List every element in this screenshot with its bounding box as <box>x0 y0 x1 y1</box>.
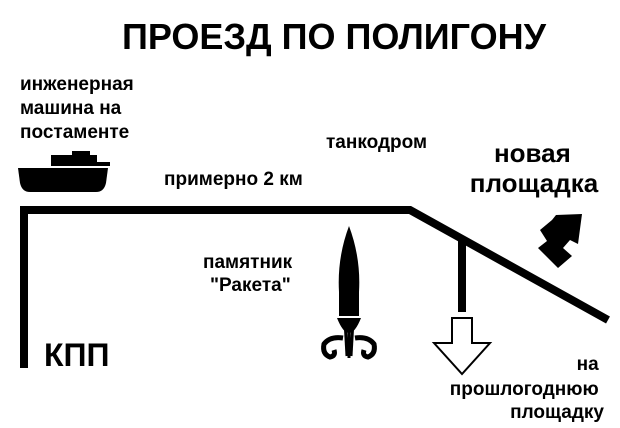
checkpoint-label: КПП <box>44 337 110 373</box>
arrow-down-outline-icon <box>431 317 493 376</box>
monument-label: памятник "Ракета" <box>203 252 297 296</box>
new-site-label: новая площадка <box>470 138 599 198</box>
distance-label: примерно 2 км <box>164 169 303 190</box>
engineering-machine-label: инженерная машина на постаменте <box>20 74 139 143</box>
tank-range-label: танкодром <box>326 132 427 153</box>
tank-icon <box>18 151 110 192</box>
rocket-icon <box>321 226 377 360</box>
arrow-up-right-icon <box>538 214 582 268</box>
route-road <box>20 206 610 368</box>
last-year-site-label: на прошлогоднюю площадку <box>450 354 605 423</box>
map-title: ПРОЕЗД ПО ПОЛИГОНУ <box>122 16 547 57</box>
